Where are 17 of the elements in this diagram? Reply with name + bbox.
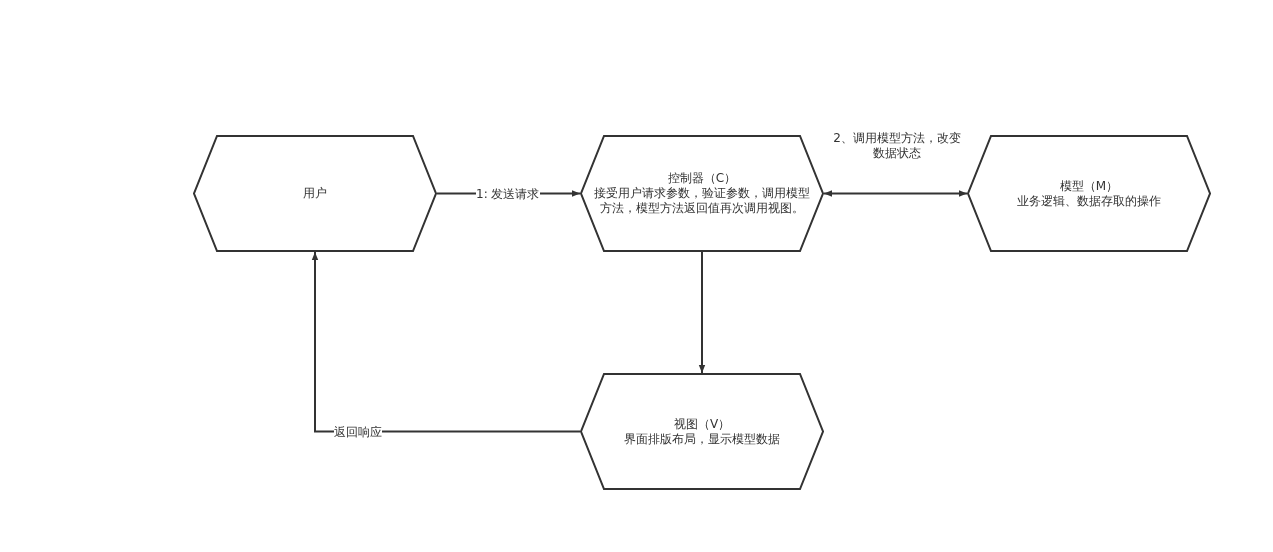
node-description: 接受用户请求参数，验证参数，调用模型方法，模型方法返回值再次调用视图。	[593, 186, 811, 216]
process-hexagon	[967, 135, 1211, 252]
edge-label: 返回响应	[334, 424, 382, 440]
process-hexagon	[580, 135, 824, 252]
arrow	[698, 251, 706, 374]
node-title: 模型（M）	[1059, 178, 1119, 194]
arrow	[823, 190, 968, 197]
edge-label: 1: 发送请求	[476, 186, 540, 202]
node-title: 控制器（C）	[667, 171, 737, 186]
arrow	[311, 251, 581, 433]
node-title: 视图（V）	[673, 416, 731, 432]
node-title: 用户	[303, 186, 327, 201]
node-description: 界面排版布局，显示模型数据	[624, 431, 780, 447]
process-hexagon	[193, 135, 437, 252]
node-description: 业务逻辑、数据存取的操作	[1017, 193, 1161, 209]
process-hexagon	[580, 373, 824, 490]
edge-label: 2、调用模型方法，改变数据状态	[831, 131, 963, 161]
